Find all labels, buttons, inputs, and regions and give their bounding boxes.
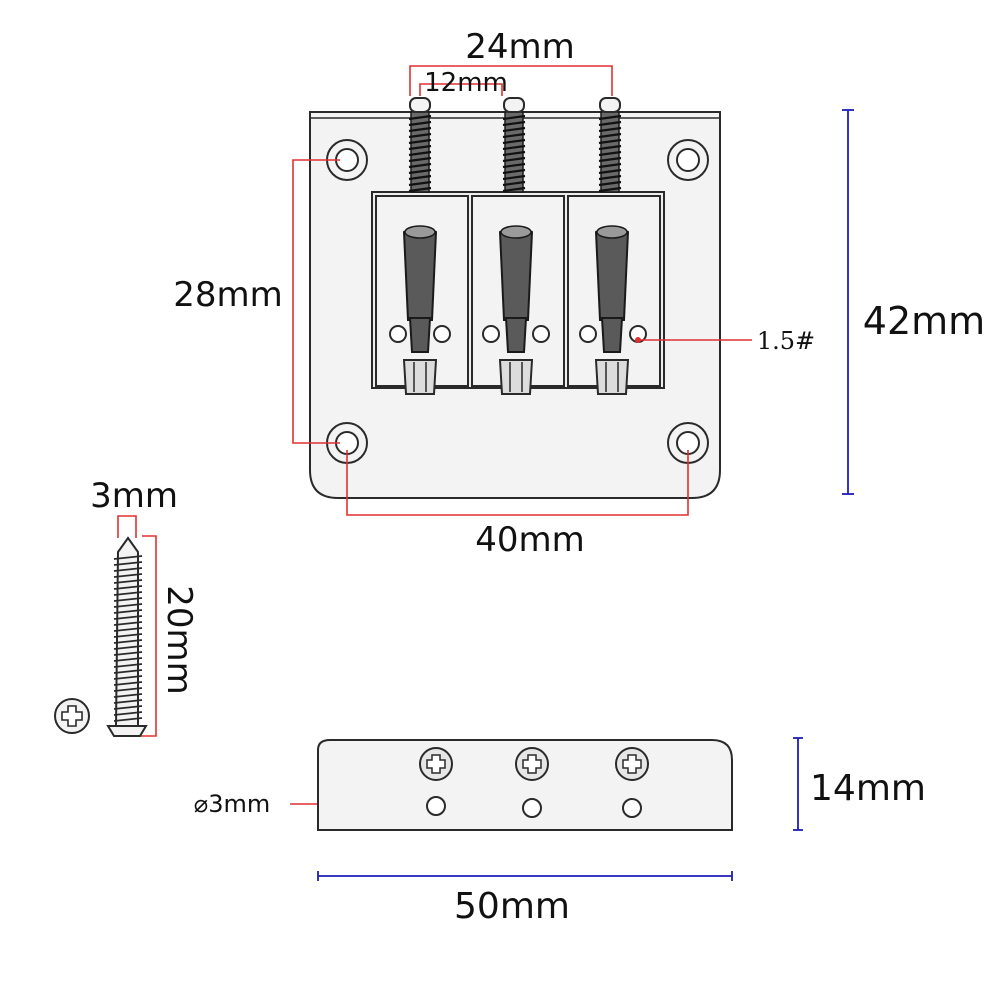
label-12mm: 12mm <box>424 68 508 98</box>
bridge-side-view <box>317 739 733 831</box>
label-14mm: 14mm <box>810 768 926 809</box>
side-screw-head-3 <box>615 747 649 781</box>
label-42mm: 42mm <box>863 299 985 343</box>
screw-tip-1 <box>409 97 431 113</box>
label-diameter-3mm: ⌀3mm <box>194 790 270 818</box>
string-hole-3 <box>622 798 642 818</box>
saddle-2 <box>471 195 565 395</box>
screw-tip-3 <box>599 97 621 113</box>
mounting-hole-top-right <box>667 139 709 181</box>
label-50mm: 50mm <box>454 886 570 927</box>
intonation-screw-1 <box>408 111 432 193</box>
intonation-screw-2 <box>502 111 526 193</box>
phillips-head-icon <box>54 698 90 734</box>
label-24mm: 24mm <box>465 27 575 67</box>
side-screw-head-2 <box>515 747 549 781</box>
label-1-5: 1.5# <box>757 327 815 355</box>
bridge-top-view <box>309 97 721 499</box>
label-3mm: 3mm <box>90 476 178 516</box>
intonation-screw-3 <box>598 111 622 193</box>
string-hole-1 <box>426 796 446 816</box>
blue-dimension-lines <box>317 109 854 881</box>
saddle-1 <box>375 195 469 395</box>
screw-tip-2 <box>503 97 525 113</box>
label-28mm: 28mm <box>173 275 283 315</box>
label-20mm: 20mm <box>159 585 199 695</box>
label-40mm: 40mm <box>475 520 585 560</box>
wood-screw <box>106 536 148 737</box>
saddle-3 <box>567 195 661 395</box>
side-screw-head-1 <box>419 747 453 781</box>
string-hole-2 <box>522 798 542 818</box>
saddle-dot <box>635 337 641 343</box>
